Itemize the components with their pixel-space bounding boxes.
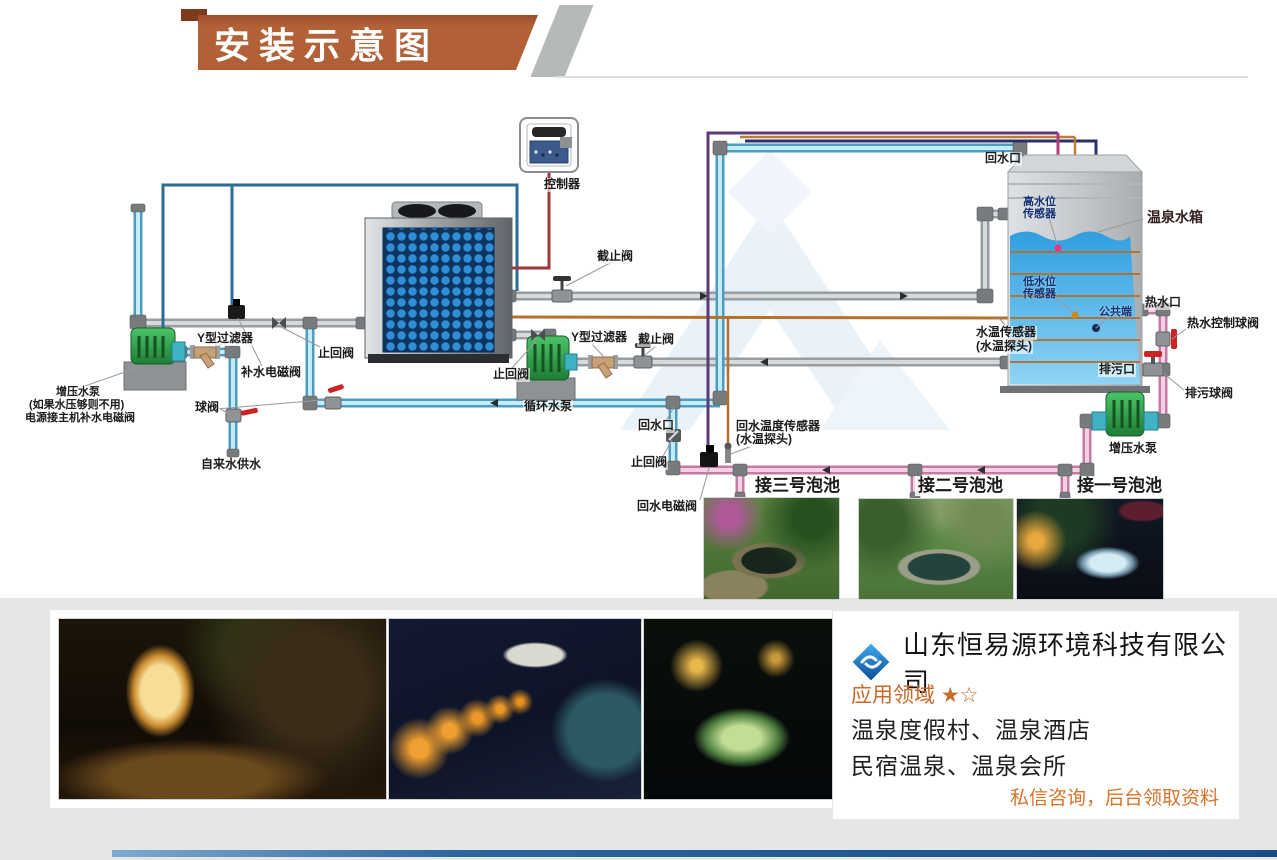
label-common-terminal: 公共端: [1099, 306, 1132, 318]
label-high-level-2: 传感器: [1023, 208, 1056, 220]
low-level-sensor-tip: [1071, 311, 1079, 319]
label-return-temp-sensor-sub: (水温探头): [735, 432, 793, 447]
application-stars: ★☆: [940, 684, 979, 707]
label-booster-note-1: (如果水压够则不用): [28, 399, 126, 412]
company-name: 山东恒易源环境科技有限公司: [903, 630, 1228, 697]
label-low-level-2: 传感器: [1023, 288, 1056, 300]
label-pool-2: 接二号泡池: [915, 476, 1006, 496]
valves: [190, 276, 1177, 467]
label-pool-1: 接一号泡池: [1074, 476, 1165, 496]
label-tank-return-port: 回水口: [984, 151, 1023, 166]
label-drain-port: 排污口: [1098, 362, 1137, 377]
label-return-temp-sensor: 回水温度传感器: [735, 419, 822, 434]
contact-note: 私信咨询，后台领取资料: [1009, 788, 1219, 809]
application-line: 应用领域 ★☆: [851, 679, 979, 709]
label-check-valve-1: 止回阀: [317, 346, 356, 361]
pool-photo-1: [1016, 498, 1164, 600]
label-return-solenoid: 回水电磁阀: [636, 499, 699, 514]
label-drain-ball-valve: 排污球阀: [1184, 386, 1235, 401]
label-pool-3: 接三号泡池: [752, 476, 843, 496]
booster-pump-right: [1091, 391, 1159, 437]
label-hot-water-ball-valve: 热水控制球阀: [1186, 316, 1261, 331]
hot-spring-tank: [1000, 154, 1150, 393]
label-tank-temp-sensor-sub: (水温探头): [975, 339, 1033, 354]
pool-photo-3: [703, 497, 840, 600]
application-item-1: 温泉度假村、温泉酒店: [851, 717, 1091, 743]
application-label: 应用领域: [851, 684, 935, 707]
wire-orange: [511, 315, 1009, 320]
controller-box: [519, 117, 579, 173]
label-makeup-solenoid: 补水电磁阀: [240, 365, 303, 380]
circulation-pump: [516, 335, 578, 401]
watermark-logo: [620, 150, 950, 430]
footer-photo-lantern-pool: [58, 618, 387, 800]
label-y-filter-2: Y型过滤器: [570, 330, 629, 345]
label-low-level-1: 低水位: [1023, 276, 1056, 288]
label-booster-pump-left: 增压水泵: [55, 386, 101, 399]
wire-blue: [161, 183, 519, 330]
label-stop-valve-2: 截止阀: [637, 332, 676, 347]
label-controller: 控制器: [543, 177, 582, 192]
gray-pipes: [138, 209, 1008, 367]
company-header: 山东恒易源环境科技有限公司: [849, 625, 1239, 699]
footer-photo-garden-pool: [643, 618, 833, 800]
booster-pump-left: [123, 327, 187, 391]
high-level-sensor-tip: [1054, 244, 1062, 252]
label-high-level-1: 高水位: [1023, 196, 1056, 208]
label-return-port-mid: 回水口: [637, 418, 676, 433]
application-item-2: 民宿温泉、温泉会所: [851, 753, 1067, 779]
label-ball-valve: 球阀: [194, 400, 221, 415]
label-booster-note-2: 电源接主机补水电磁阀: [24, 412, 136, 425]
label-circ-pump: 循环水泵: [523, 399, 574, 414]
label-check-valve-3: 止回阀: [630, 455, 669, 470]
footer-photo-resort-pool: [388, 618, 642, 800]
company-logo-icon: [852, 643, 890, 681]
label-tank-name: 温泉水箱: [1147, 209, 1203, 225]
pool-photo-2: [858, 498, 1014, 600]
banner-underline: [556, 76, 1248, 78]
label-stop-valve-1: 截止阀: [596, 249, 635, 264]
callout-lines: [84, 213, 1187, 501]
title-banner: 安装示意图: [198, 15, 538, 70]
heat-pump-unit: [364, 201, 513, 363]
label-tap-water: 自来水供水: [200, 457, 263, 472]
label-tank-temp-sensor: 水温传感器: [975, 325, 1038, 340]
page-title: 安装示意图: [214, 24, 440, 66]
label-y-filter-1: Y型过滤器: [196, 331, 255, 346]
company-card: 山东恒易源环境科技有限公司 应用领域 ★☆ 温泉度假村、温泉酒店 民宿温泉、温泉…: [833, 611, 1239, 819]
label-booster-pump-right: 增压水泵: [1108, 441, 1159, 456]
bottom-blue-strip: [112, 850, 1277, 857]
wire-red: [505, 172, 551, 270]
wire-purple: [706, 131, 1058, 452]
label-check-valve-2: 止回阀: [492, 367, 531, 382]
label-hot-water-port: 热水口: [1144, 295, 1183, 310]
